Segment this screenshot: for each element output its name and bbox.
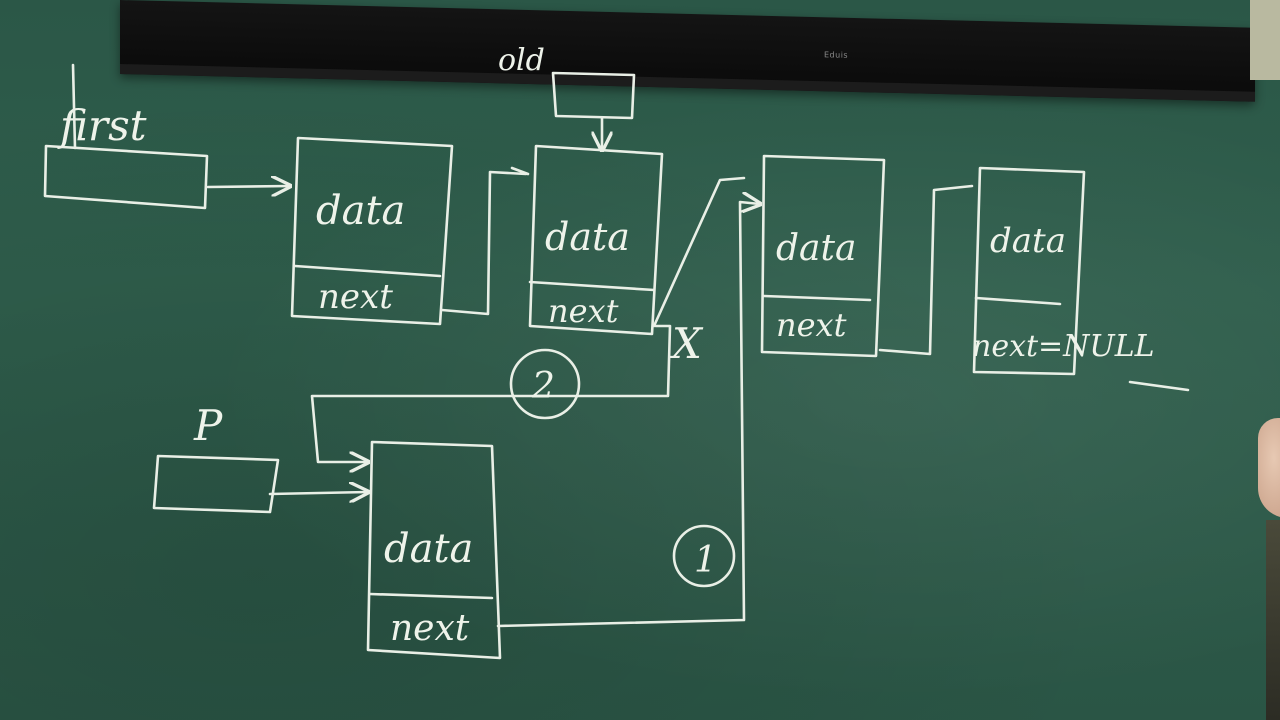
teacher-edge bbox=[1266, 520, 1280, 720]
node-2-old-link bbox=[652, 176, 746, 328]
node-1-data: data bbox=[316, 188, 405, 234]
teacher-hand bbox=[1258, 418, 1280, 518]
old-pointer: old bbox=[498, 43, 636, 150]
node-1-link-head bbox=[510, 166, 530, 176]
node-2-divider bbox=[528, 280, 656, 292]
old-box bbox=[551, 71, 636, 120]
node-3-box bbox=[760, 154, 886, 358]
first-box bbox=[43, 144, 209, 210]
link-1 bbox=[496, 202, 760, 628]
step-2-circle bbox=[509, 348, 581, 420]
first-label-stroke bbox=[71, 63, 77, 150]
p-pointer: P bbox=[152, 401, 368, 514]
first-label: first bbox=[57, 101, 147, 150]
node-1-next: next bbox=[318, 277, 393, 317]
node-2-next: next bbox=[548, 292, 619, 330]
step-2-label: 2 bbox=[531, 366, 555, 407]
node-4-box bbox=[972, 166, 1086, 376]
node-3-next: next bbox=[776, 306, 847, 344]
step-1-label: 1 bbox=[694, 540, 717, 581]
node-1-link bbox=[440, 170, 528, 316]
first-arrow bbox=[206, 186, 290, 187]
p-arrow bbox=[268, 492, 368, 494]
x-mark: X bbox=[669, 319, 704, 368]
node-4-divider bbox=[974, 296, 1062, 306]
new-node-box bbox=[366, 440, 502, 660]
null-underline bbox=[1128, 380, 1190, 392]
node-4-next-null: next=NULL bbox=[972, 329, 1155, 364]
node-1-divider bbox=[293, 264, 442, 278]
old-label: old bbox=[498, 43, 545, 78]
node-1-box bbox=[290, 136, 454, 326]
wall-corner bbox=[1250, 0, 1280, 80]
first-pointer: first bbox=[43, 63, 290, 210]
node-4-data: data bbox=[990, 221, 1066, 261]
node-4: data next=NULL bbox=[972, 166, 1190, 392]
node-3-link bbox=[878, 184, 974, 356]
p-box bbox=[152, 454, 280, 514]
node-3-divider bbox=[762, 294, 872, 302]
new-node-next: next bbox=[390, 608, 470, 649]
node-1: data next bbox=[290, 136, 530, 326]
node-2-data: data bbox=[545, 215, 630, 259]
node-3: data next bbox=[760, 154, 974, 358]
node-2: data next X 2 bbox=[310, 144, 746, 462]
link-2 bbox=[310, 324, 672, 462]
node-2-box bbox=[528, 144, 664, 336]
node-3-data: data bbox=[776, 228, 856, 269]
new-node-divider bbox=[368, 592, 494, 600]
new-node-data: data bbox=[384, 526, 473, 572]
p-label: P bbox=[193, 401, 223, 450]
new-node: data next 1 bbox=[366, 202, 760, 660]
step-1-circle bbox=[672, 524, 736, 588]
